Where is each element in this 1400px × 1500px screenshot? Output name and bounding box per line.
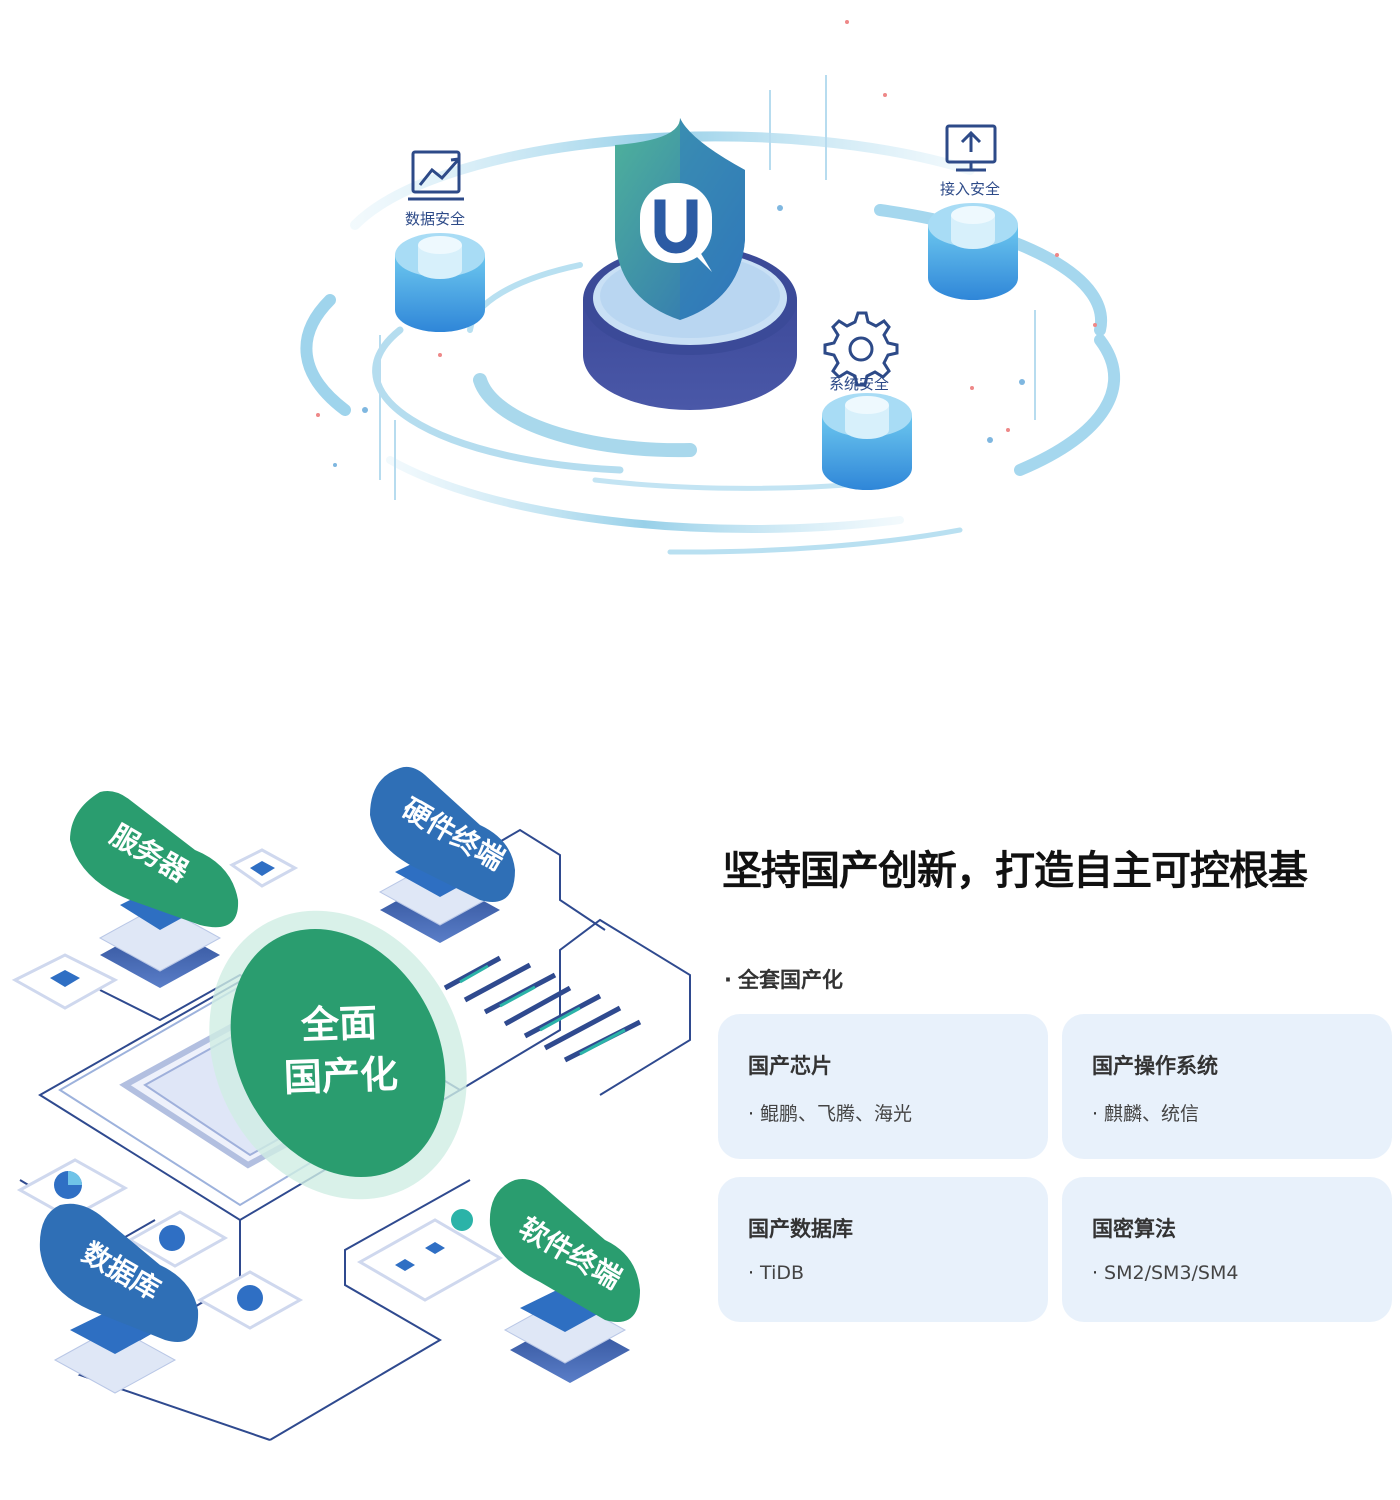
center-label-line1: 全面 [300, 1000, 378, 1048]
card-os: 国产操作系统 ·麒麟、统信 [1062, 1014, 1392, 1159]
pill-software [489, 1179, 640, 1322]
monitor-upload-icon [945, 124, 997, 172]
security-rings-graphic [300, 20, 1121, 555]
ring-arc [350, 131, 975, 230]
card-database: 国产数据库 ·TiDB [718, 1177, 1048, 1322]
tile-graphic [11, 848, 504, 1330]
data-security-label: 数据安全 [405, 210, 466, 228]
subhead-text: 全套国产化 [737, 968, 843, 992]
access-security-node [928, 203, 1018, 300]
center-label: 全面 国产化 [263, 995, 417, 1104]
card-desc: ·SM2/SM3/SM4 [1092, 1262, 1239, 1284]
ring-arc [386, 456, 904, 533]
card-chip: 国产芯片 ·鲲鹏、飞腾、海光 [718, 1014, 1048, 1159]
bullet: · [724, 968, 732, 992]
gear-icon [823, 311, 899, 387]
localization-illustration: 服务器 硬件终端 数据库 软件终端 全面 国产化 [0, 760, 700, 1460]
card-crypto: 国密算法 ·SM2/SM3/SM4 [1062, 1177, 1392, 1322]
ring-arc [667, 527, 963, 555]
headline: 坚持国产创新，打造自主可控根基 [722, 848, 1308, 894]
ring-arc [300, 294, 351, 416]
pill-hardware [370, 766, 515, 902]
access-security-label: 接入安全 [940, 180, 1001, 198]
ring-arc [473, 373, 697, 458]
ring-arc [1014, 334, 1121, 476]
card-title: 国产数据库 [748, 1217, 853, 1241]
card-title: 国密算法 [1092, 1217, 1176, 1241]
data-security-node [395, 233, 485, 332]
system-security-node [822, 393, 912, 490]
card-title: 国产操作系统 [1092, 1054, 1218, 1078]
card-desc: ·TiDB [748, 1262, 805, 1284]
card-desc: ·鲲鹏、飞腾、海光 [748, 1103, 913, 1125]
security-illustration: 数据安全 接入安全 系统安全 [0, 0, 1400, 600]
center-badge [230, 928, 446, 1178]
pill-server [70, 791, 239, 928]
chart-trend-icon [408, 150, 464, 201]
shield-icon [615, 118, 745, 320]
center-label-line2: 国产化 [283, 1052, 399, 1100]
ring-arc [467, 262, 583, 333]
card-title: 国产芯片 [748, 1054, 832, 1078]
pill-database [39, 1203, 199, 1342]
system-security-label: 系统安全 [829, 375, 890, 393]
localization-graphic [11, 766, 691, 1441]
subhead: ·全套国产化 [724, 964, 843, 994]
ring-arc [372, 326, 624, 474]
card-desc: ·麒麟、统信 [1092, 1103, 1200, 1125]
